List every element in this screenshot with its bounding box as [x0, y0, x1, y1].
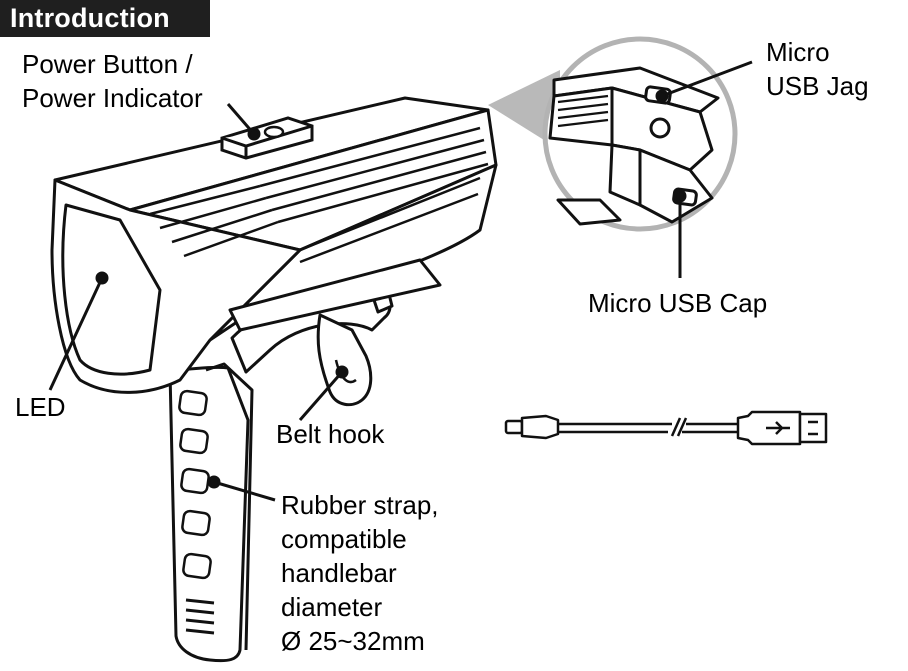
- micro-usb-cable-icon: [504, 410, 828, 446]
- power-button-label: Power Button / Power Indicator: [22, 47, 203, 115]
- rubber-strap-label-line: Rubber strap,: [281, 490, 439, 520]
- rubber-strap-label-line: handlebar: [281, 558, 397, 588]
- rubber-strap-label: Rubber strap, compatible handlebar diame…: [281, 488, 439, 658]
- power-button-label-line: Power Indicator: [22, 83, 203, 113]
- power-button-label-line: Power Button /: [22, 49, 193, 79]
- led-label: LED: [15, 392, 66, 422]
- rubber-strap-label-line: Ø 25~32mm: [281, 626, 425, 656]
- cooling-ribs: [149, 126, 489, 264]
- rubber-strap: [168, 362, 254, 663]
- micro-usb-jag-label: Micro USB Jag: [766, 35, 869, 103]
- power-button-icon: [263, 125, 285, 139]
- micro-usb-jag-label-line: Micro: [766, 37, 830, 67]
- zoom-ribs: [557, 94, 609, 128]
- light-body: [50, 96, 498, 394]
- rubber-strap-label-line: compatible: [281, 524, 407, 554]
- belt-hook-label: Belt hook: [276, 419, 385, 449]
- micro-usb-jag-label-line: USB Jag: [766, 71, 869, 101]
- zoom-callout-cone: [488, 70, 560, 150]
- leader-lines: [48, 60, 753, 502]
- rubber-strap-label-line: diameter: [281, 592, 383, 622]
- usb-port-zoom-icon: [548, 66, 720, 226]
- section-heading: Introduction: [0, 0, 210, 37]
- micro-usb-cap-label: Micro USB Cap: [588, 288, 768, 318]
- heading-text: Introduction: [10, 3, 170, 33]
